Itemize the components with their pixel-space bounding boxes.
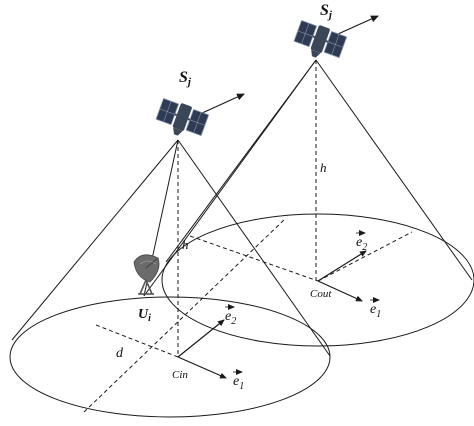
vector-e1-outer-arrow [317, 280, 363, 302]
inner-coverage-cone [9, 139, 331, 418]
satellite-icon [293, 20, 348, 59]
velocity-arrows [199, 15, 379, 115]
distance-label: d [116, 346, 124, 361]
satellite-label: Sj [320, 2, 333, 21]
svg-text:e2: e2 [356, 235, 367, 253]
satellite-label: Sj [179, 69, 192, 88]
vector-label-e1-outer: e1 [370, 297, 381, 320]
outer-ground-dashed-1 [317, 231, 413, 282]
inner-velocity-arrow [199, 93, 245, 115]
unit-vectors [177, 250, 367, 379]
vector-e1-inner-arrow [177, 356, 227, 379]
outer-velocity-arrow [337, 15, 379, 35]
inner-cone-right-edge [177, 139, 331, 357]
inner-ground-dashed-2 [83, 217, 287, 413]
outer-ground-dashed-2 [189, 235, 319, 282]
center-label-cin: Cin [172, 369, 188, 381]
vector-e2-outer-arrow [317, 250, 367, 282]
inner-coverage-ellipse [9, 296, 331, 418]
inner-cone-left-edge [11, 139, 179, 341]
outer-coverage-ellipse [161, 213, 474, 347]
satellite-user-links [143, 59, 317, 297]
outer-coverage-cone [161, 59, 474, 347]
vector-label-e1-inner: e1 [233, 369, 244, 392]
outer-sat-to-user-line [143, 59, 317, 297]
svg-text:e1: e1 [233, 374, 244, 392]
inner-ground-dashed-1 [95, 324, 179, 358]
svg-text:e2: e2 [225, 309, 236, 327]
user-terminal-label: Ui [138, 307, 151, 324]
vector-label-e2-outer: e2 [356, 230, 367, 253]
vector-label-e2-inner: e2 [225, 304, 236, 327]
satellite-icon [155, 98, 210, 137]
outer-cone-right-edge [315, 59, 473, 281]
svg-text:e1: e1 [370, 302, 381, 320]
center-label-cout: Cout [310, 288, 332, 300]
height-label: h [320, 160, 327, 175]
vector-e2-inner-arrow [177, 319, 225, 358]
height-label: h [182, 237, 189, 252]
dish-antenna-icon [133, 254, 160, 295]
